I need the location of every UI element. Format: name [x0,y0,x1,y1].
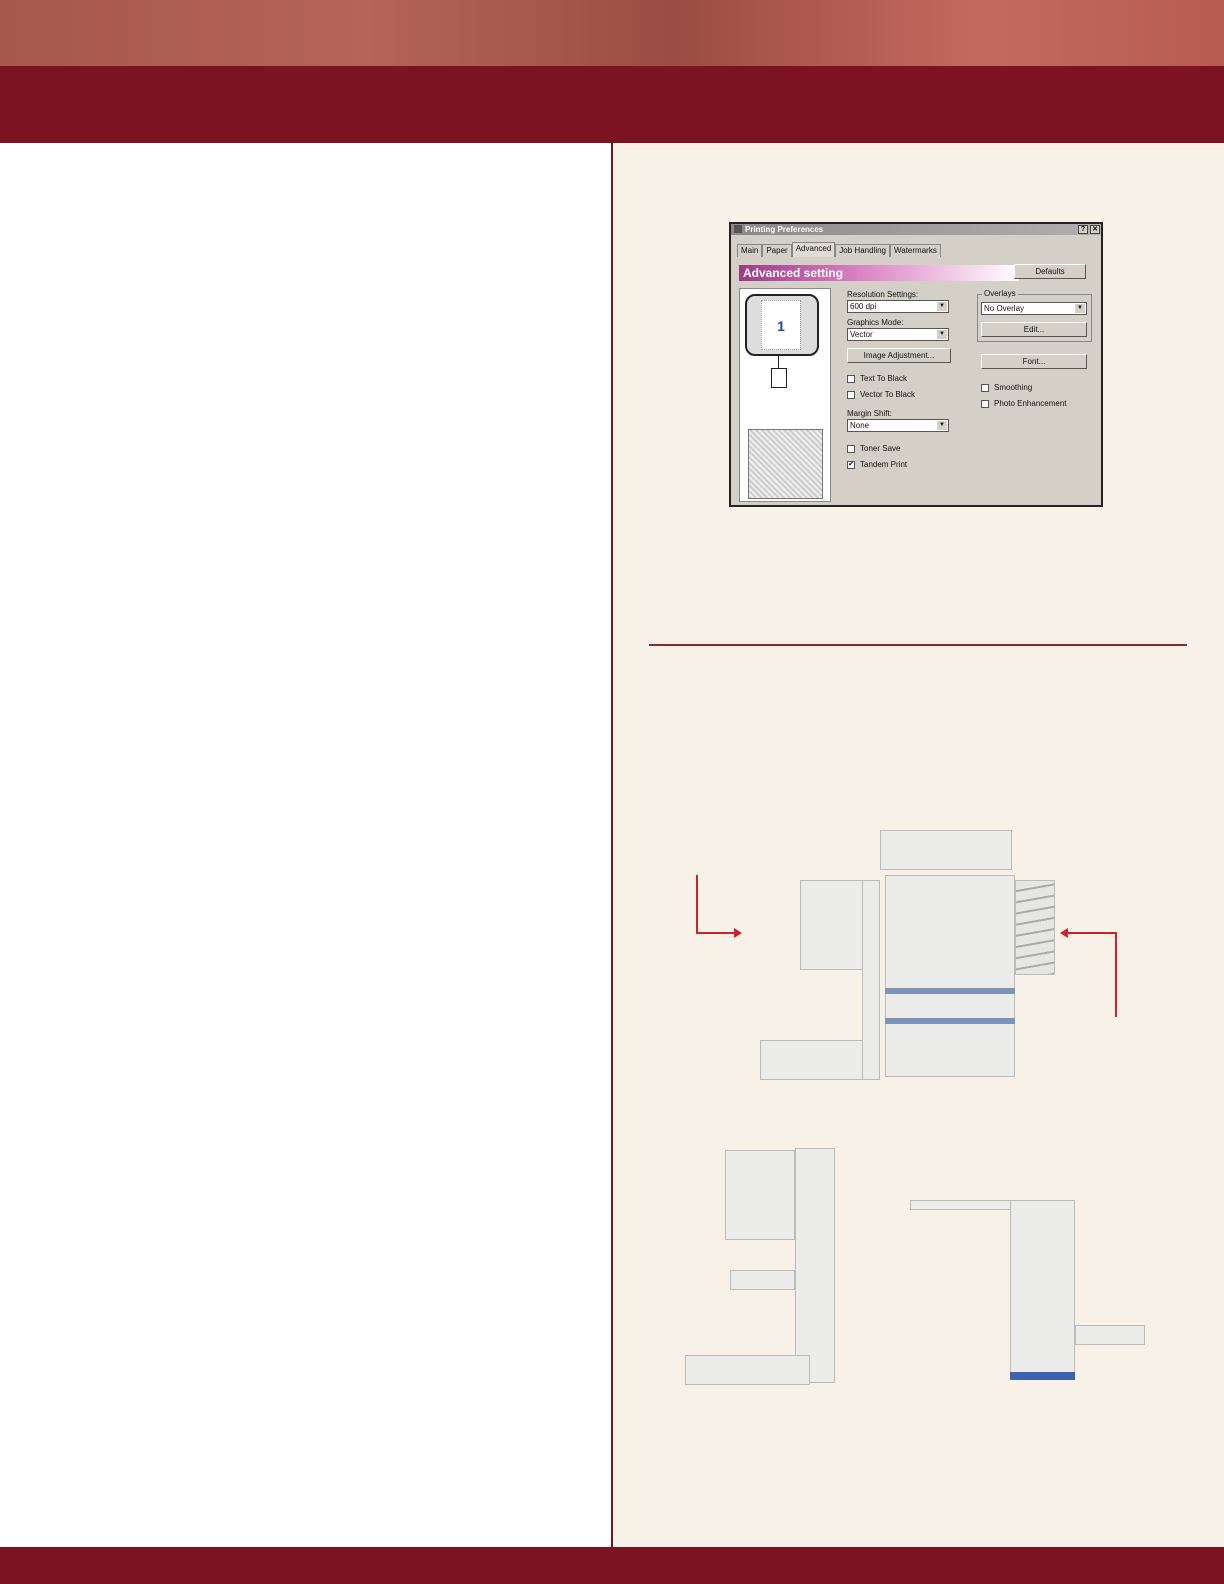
checkbox-label: Photo Enhancement [994,399,1067,408]
tab-job-handling[interactable]: Job Handling [835,244,890,257]
checkbox-box [847,374,855,383]
graphics-mode-label: Graphics Mode: [847,318,904,327]
checkbox-label: Toner Save [860,444,901,453]
arrow-right-line [1068,932,1116,934]
tab-advanced[interactable]: Advanced [791,242,836,257]
chevron-down-icon: ▼ [937,302,947,311]
checkbox-label: Text To Black [860,374,907,383]
arrow-left-line [696,932,734,934]
chevron-down-icon: ▼ [1075,304,1085,313]
resolution-label: Resolution Settings: [847,290,919,299]
toner-save-checkbox[interactable]: Toner Save [847,444,900,453]
photo-enhancement-checkbox[interactable]: Photo Enhancement [981,399,1067,408]
chevron-down-icon: ▼ [937,330,947,339]
connector-line [778,356,779,368]
checkbox-box [981,399,989,408]
chevron-down-icon: ▼ [937,421,947,430]
column-divider [611,143,613,1547]
image-adjustment-button[interactable]: Image Adjustment... [847,348,951,363]
copier-illustration [748,429,823,499]
printing-preferences-dialog: Printing Preferences ? ✕ Main Paper Adva… [729,222,1103,507]
overlay-select[interactable]: No Overlay ▼ [981,302,1087,315]
margin-shift-label: Margin Shift: [847,409,892,418]
graphics-mode-value: Vector [850,330,873,339]
tab-main[interactable]: Main [737,244,763,257]
checkbox-box [847,444,855,453]
overlay-value: No Overlay [984,304,1025,313]
checkbox-box [847,390,855,399]
header-band [0,66,1224,143]
resolution-select[interactable]: 600 dpi ▼ [847,300,949,313]
checkbox-label: Smoothing [994,383,1033,392]
margin-shift-select[interactable]: None ▼ [847,419,949,432]
dialog-title: Printing Preferences [745,225,824,234]
check-icon: ✔ [847,460,855,469]
overlays-label: Overlays [982,289,1018,298]
advanced-setting-banner: Advanced setting [739,265,1019,281]
arrow-left-line [696,875,698,933]
font-button[interactable]: Font... [981,354,1087,369]
page-number: 1 [761,300,801,350]
header-texture [0,0,1224,66]
close-button[interactable]: ✕ [1090,225,1100,234]
edit-button[interactable]: Edit... [981,322,1087,337]
overlays-group: Overlays [977,289,1092,342]
footer-band [0,1547,1224,1584]
document-icon [771,368,787,388]
help-button[interactable]: ? [1078,225,1088,234]
arrow-right-line [1115,932,1117,1017]
preview-pane: 1 [739,288,831,502]
checkbox-label: Vector To Black [860,390,915,399]
text-to-black-checkbox[interactable]: Text To Black [847,374,907,383]
page-preview: 1 [745,294,819,356]
tab-paper[interactable]: Paper [762,244,792,257]
tab-watermarks[interactable]: Watermarks [890,244,941,257]
dialog-titlebar: Printing Preferences ? ✕ [731,224,1101,235]
printer-icon [734,225,742,233]
arrow-right-icon [734,928,742,938]
vector-to-black-checkbox[interactable]: Vector To Black [847,390,915,399]
margin-shift-value: None [850,421,870,430]
graphics-mode-select[interactable]: Vector ▼ [847,328,949,341]
checkbox-box [981,383,989,392]
arrow-left-icon [1060,928,1068,938]
section-divider [649,644,1187,646]
smoothing-checkbox[interactable]: Smoothing [981,383,1032,392]
tandem-print-checkbox[interactable]: ✔ Tandem Print [847,460,907,469]
resolution-value: 600 dpi [850,302,877,311]
left-column [0,143,611,1547]
defaults-button[interactable]: Defaults [1014,264,1086,279]
checkbox-label: Tandem Print [860,460,908,469]
tab-bar: Main Paper Advanced Job Handling Waterma… [737,242,941,257]
